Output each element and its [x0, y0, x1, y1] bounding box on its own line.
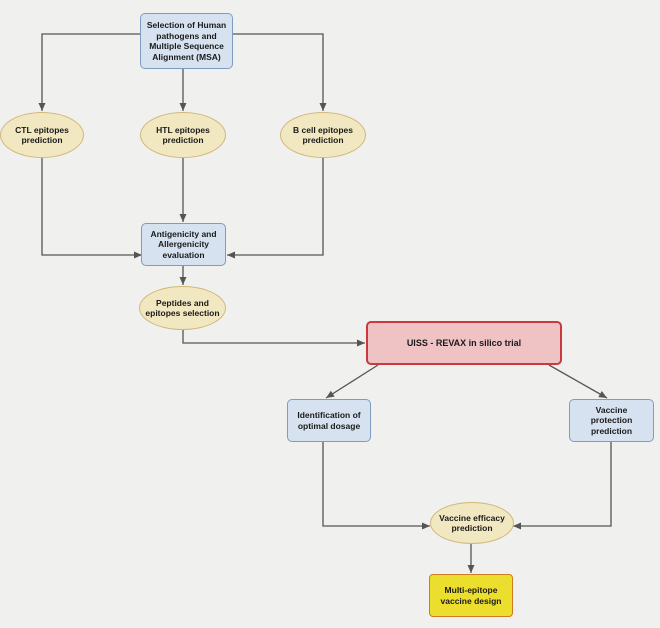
connector-trial-to-dosage	[325, 364, 379, 399]
connector-peptides-to-trial	[182, 330, 365, 347]
optimal-dosage-box: Identification of optimal dosage	[287, 399, 371, 442]
connector-protection-to-efficacy	[513, 442, 612, 530]
connector-msa-to-bcell	[233, 33, 327, 111]
connector-trial-to-protection	[548, 364, 608, 399]
connector-dosage-to-efficacy	[322, 442, 430, 530]
msa-selection-box: Selection of Human pathogens and Multipl…	[140, 13, 233, 69]
connector-ctl-to-antigenicity	[41, 158, 142, 259]
antigenicity-evaluation-box: Antigenicity and Allergenicity evaluatio…	[141, 223, 226, 266]
htl-epitopes-ellipse: HTL epitopes prediction	[140, 112, 226, 158]
bcell-epitopes-ellipse: B cell epitopes prediction	[280, 112, 366, 158]
vaccine-protection-box: Vaccine protection prediction	[569, 399, 654, 442]
connector-bcell-to-antigenicity	[227, 158, 324, 259]
peptides-selection-ellipse: Peptides and epitopes selection	[139, 286, 226, 330]
connector-msa-to-ctl	[38, 33, 140, 111]
vaccine-efficacy-ellipse: Vaccine efficacy prediction	[430, 502, 514, 544]
ctl-epitopes-ellipse: CTL epitopes prediction	[0, 112, 84, 158]
multi-epitope-vaccine-box: Multi-epitope vaccine design	[429, 574, 513, 617]
uiss-revax-trial-box: UISS - REVAX in silico trial	[366, 321, 562, 365]
